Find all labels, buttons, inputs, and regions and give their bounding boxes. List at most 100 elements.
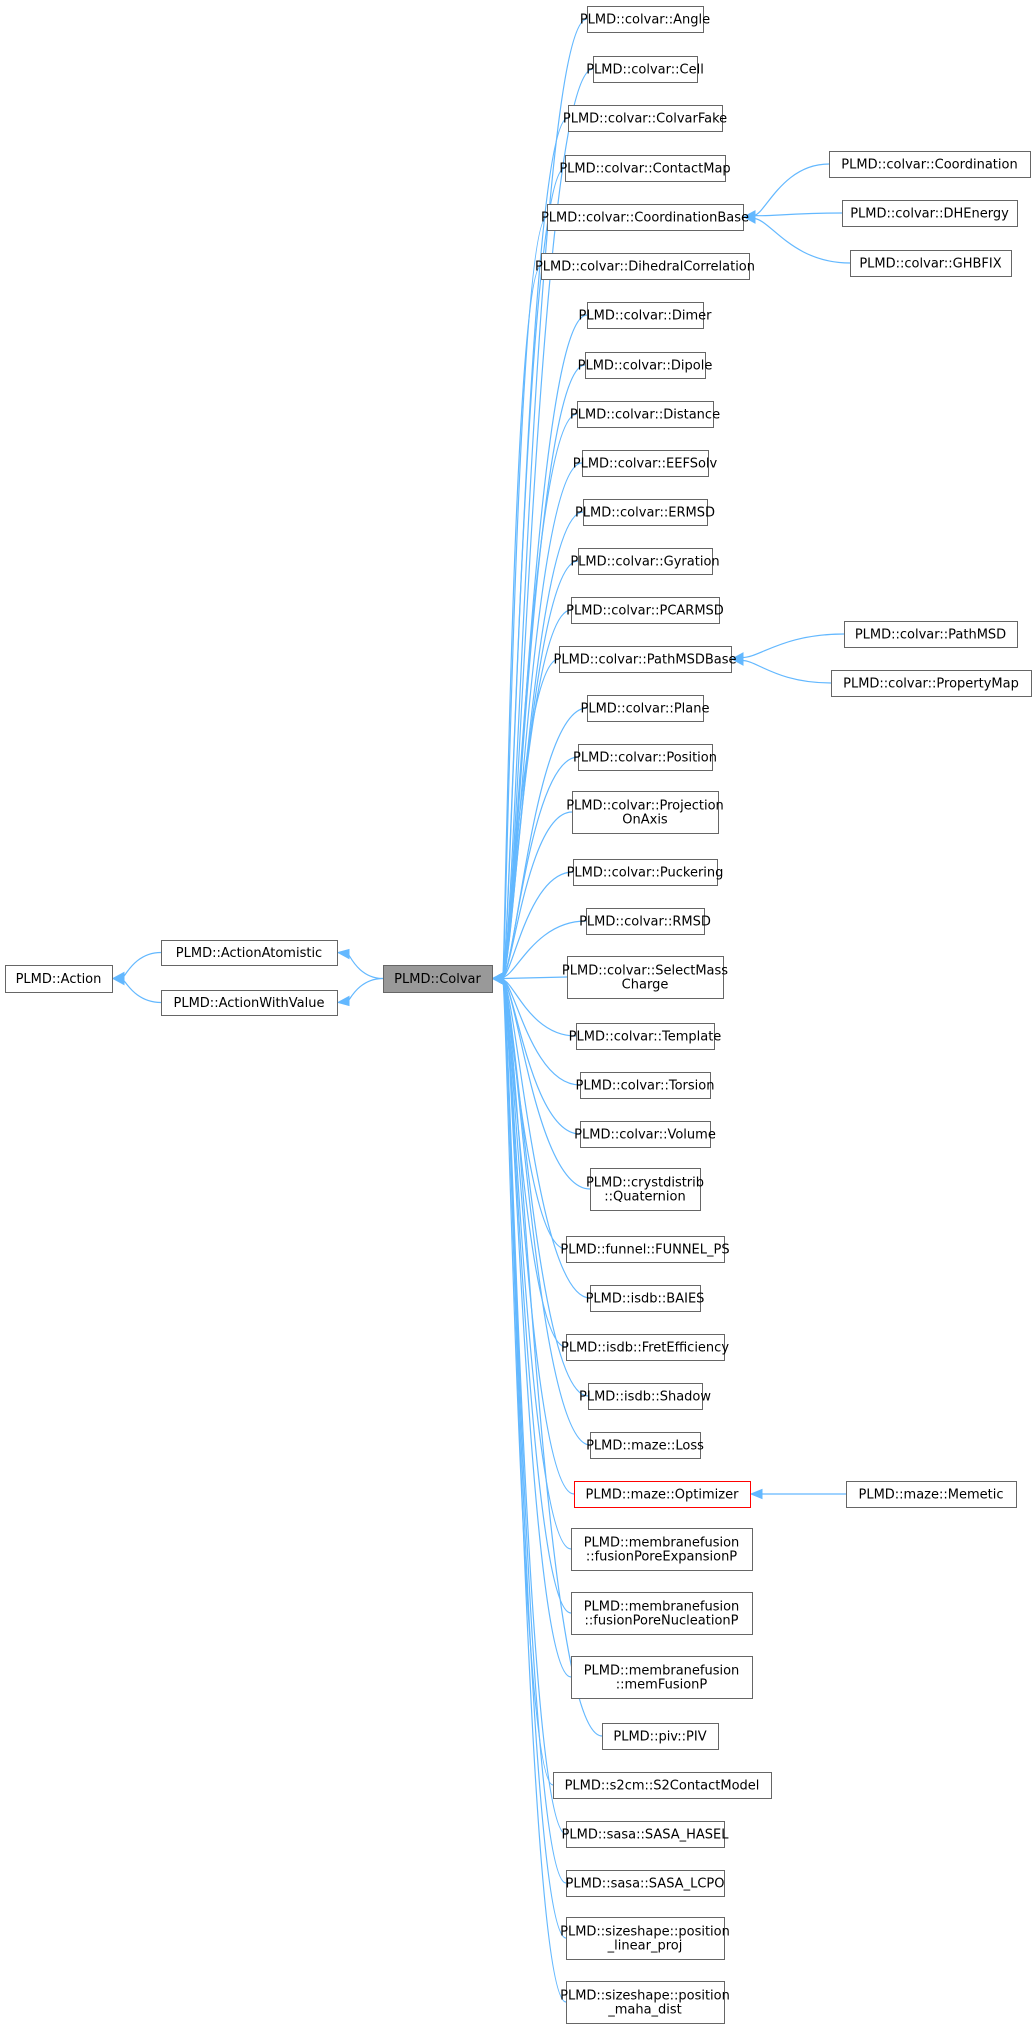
class-node-poslinearproj[interactable]: PLMD::sizeshape::position_linear_proj (560, 1917, 730, 1960)
class-node-template[interactable]: PLMD::colvar::Template (569, 1023, 722, 1050)
class-node-box (587, 6, 704, 33)
class-node-memfusion[interactable]: PLMD::membranefusion::memFusionP (571, 1656, 753, 1699)
class-node-box (583, 499, 708, 526)
inheritance-edge-projectiononaxis-to-colvar (502, 811, 573, 978)
class-node-action[interactable]: PLMD::Action (5, 965, 113, 993)
class-node-box (566, 1870, 725, 1897)
class-node-funnelps[interactable]: PLMD::funnel::FUNNEL_PS (560, 1236, 730, 1263)
class-node-distance[interactable]: PLMD::colvar::Distance (570, 401, 720, 428)
class-node-quaternion[interactable]: PLMD::crystdistrib::Quaternion (586, 1168, 704, 1211)
class-node-label: PLMD::sasa::SASA_LCPO (566, 1877, 725, 1892)
class-node-label: PLMD::s2cm::S2ContactModel (565, 1779, 760, 1794)
class-node-gyration[interactable]: PLMD::colvar::Gyration (570, 548, 720, 575)
class-node-box (547, 204, 744, 231)
class-node-s2contactmodel[interactable]: PLMD::s2cm::S2ContactModel (553, 1772, 772, 1799)
class-node-fretefficiency[interactable]: PLMD::isdb::FretEfficiency (561, 1334, 729, 1361)
class-node-shadow[interactable]: PLMD::isdb::Shadow (579, 1383, 711, 1410)
inheritance-edge-colvar-to-actionatomistic (347, 953, 384, 980)
class-node-box (566, 1236, 725, 1263)
class-node-rmsd[interactable]: PLMD::colvar::RMSD (579, 908, 711, 935)
class-node-coordination[interactable]: PLMD::colvar::Coordination (829, 151, 1031, 178)
class-node-sasalcpo[interactable]: PLMD::sasa::SASA_LCPO (566, 1870, 725, 1897)
class-node-label: PLMD::colvar::SelectMass (562, 964, 728, 979)
class-node-fusionporenucleation[interactable]: PLMD::membranefusion::fusionPoreNucleati… (571, 1592, 753, 1635)
class-node-box (572, 791, 719, 834)
class-node-box (571, 597, 720, 624)
class-node-ermsd[interactable]: PLMD::colvar::ERMSD (575, 499, 715, 526)
class-node-box (602, 1723, 719, 1750)
class-node-colvar[interactable]: PLMD::Colvar (383, 965, 493, 993)
class-node-dihedralcorrelation[interactable]: PLMD::colvar::DihedralCorrelation (535, 253, 755, 280)
class-node-plane[interactable]: PLMD::colvar::Plane (581, 695, 710, 722)
class-node-contactmap[interactable]: PLMD::colvar::ContactMap (559, 155, 731, 182)
class-node-box (541, 253, 750, 280)
class-node-pathmsdbase[interactable]: PLMD::colvar::PathMSDBase (553, 646, 737, 673)
class-node-box (587, 695, 704, 722)
class-node-memetic[interactable]: PLMD::maze::Memetic (846, 1481, 1017, 1508)
class-node-box (582, 450, 709, 477)
class-node-box (571, 1528, 753, 1571)
class-node-fusionporeexpansion[interactable]: PLMD::membranefusion::fusionPoreExpansio… (571, 1528, 753, 1571)
inheritance-edge-torsion-to-colvar (502, 979, 581, 1086)
class-node-label: PLMD::isdb::BAIES (586, 1292, 705, 1307)
class-node-cell[interactable]: PLMD::colvar::Cell (586, 56, 704, 83)
class-node-box (573, 859, 718, 886)
class-node-label: PLMD::maze::Loss (586, 1439, 704, 1454)
class-node-baies[interactable]: PLMD::isdb::BAIES (586, 1285, 705, 1312)
class-node-label: PLMD::colvar::Puckering (567, 866, 724, 881)
class-node-label: ::fusionPoreNucleationP (585, 1614, 739, 1629)
class-node-actionwithvalue[interactable]: PLMD::ActionWithValue (161, 990, 338, 1016)
class-node-label: PLMD::colvar::Position (573, 751, 717, 766)
class-node-box (383, 965, 493, 993)
class-node-loss[interactable]: PLMD::maze::Loss (586, 1432, 704, 1459)
class-node-box (568, 105, 723, 132)
class-node-label: PLMD::colvar::PCARMSD (566, 604, 724, 619)
class-node-posmahadist[interactable]: PLMD::sizeshape::position_maha_dist (560, 1981, 730, 2024)
class-node-box (161, 990, 338, 1016)
class-node-label: PLMD::colvar::CoordinationBase (541, 211, 749, 226)
class-node-label: PLMD::colvar::Template (569, 1030, 722, 1045)
class-node-box (585, 352, 706, 379)
class-node-box (580, 1121, 711, 1148)
class-node-dhenergy[interactable]: PLMD::colvar::DHEnergy (842, 200, 1018, 227)
class-node-ghbfix[interactable]: PLMD::colvar::GHBFIX (850, 250, 1012, 277)
class-node-position[interactable]: PLMD::colvar::Position (573, 744, 717, 771)
class-node-sasahasel[interactable]: PLMD::sasa::SASA_HASEL (562, 1821, 730, 1848)
class-node-coordinationbase[interactable]: PLMD::colvar::CoordinationBase (541, 204, 749, 231)
class-node-label: PLMD::membranefusion (584, 1536, 740, 1551)
class-node-puckering[interactable]: PLMD::colvar::Puckering (567, 859, 724, 886)
class-node-torsion[interactable]: PLMD::colvar::Torsion (576, 1072, 715, 1099)
class-node-optimizer[interactable]: PLMD::maze::Optimizer (574, 1481, 751, 1508)
inheritance-edge-baies-to-colvar (502, 979, 591, 1299)
class-node-dipole[interactable]: PLMD::colvar::Dipole (578, 352, 713, 379)
class-node-dimer[interactable]: PLMD::colvar::Dimer (579, 302, 713, 329)
class-node-box (571, 1592, 753, 1635)
class-node-label: PLMD::colvar::PropertyMap (843, 677, 1019, 692)
inheritance-edge-actionwithvalue-to-action (122, 979, 162, 1004)
class-node-volume[interactable]: PLMD::colvar::Volume (574, 1121, 716, 1148)
class-node-propertymap[interactable]: PLMD::colvar::PropertyMap (831, 670, 1032, 697)
inheritance-edge-optimizer-to-colvar (502, 979, 575, 1495)
class-node-box (593, 56, 698, 83)
class-node-colvarfake[interactable]: PLMD::colvar::ColvarFake (563, 105, 727, 132)
inheritance-edge-colvar-to-actionwithvalue (347, 977, 384, 1002)
class-node-box (590, 1168, 701, 1211)
class-node-piv[interactable]: PLMD::piv::PIV (602, 1723, 719, 1750)
class-node-label: ::memFusionP (616, 1678, 708, 1693)
class-node-pathmsd[interactable]: PLMD::colvar::PathMSD (844, 621, 1018, 648)
inheritance-edge-template-to-colvar (502, 979, 577, 1037)
class-node-box (566, 1981, 725, 2024)
inheritance-edge-dihedralcorrelation-to-colvar (502, 265, 542, 978)
class-node-box (565, 155, 726, 182)
inheritance-arrowhead (749, 1488, 763, 1500)
inheritance-edge-ghbfix-to-coordinationbase (753, 217, 851, 264)
class-node-box (574, 1481, 751, 1508)
inheritance-edge-dhenergy-to-coordinationbase (753, 212, 843, 217)
class-node-angle[interactable]: PLMD::colvar::Angle (580, 6, 710, 33)
class-node-eefsolv[interactable]: PLMD::colvar::EEFSolv (573, 450, 718, 477)
class-node-pcarmsd[interactable]: PLMD::colvar::PCARMSD (566, 597, 724, 624)
class-node-actionatomistic[interactable]: PLMD::ActionAtomistic (161, 940, 338, 966)
